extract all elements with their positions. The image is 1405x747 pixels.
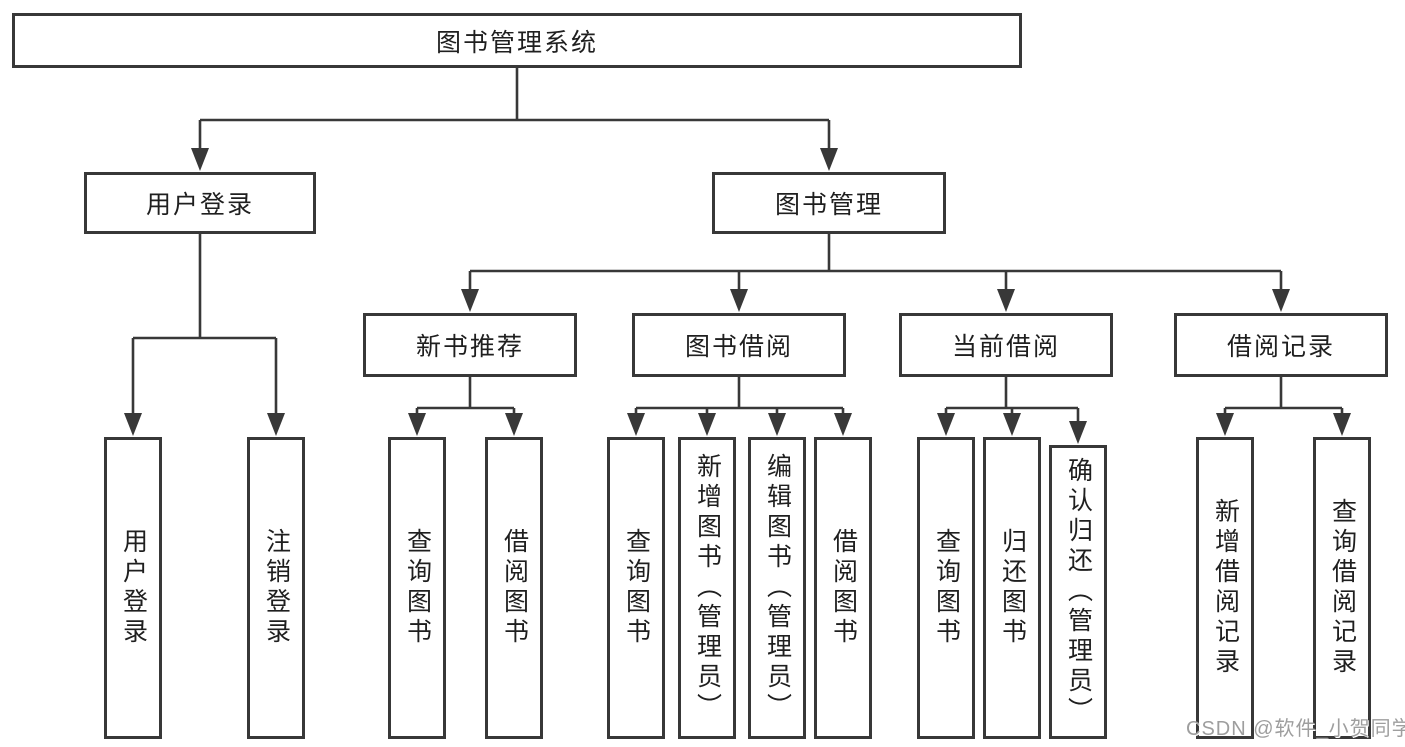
leaf-add-borrow-record: 新增借阅记录 (1196, 437, 1254, 739)
node-current-borrow: 当前借阅 (899, 313, 1113, 377)
node-root: 图书管理系统 (12, 13, 1022, 68)
leaf-query-borrow-record: 查询借阅记录 (1313, 437, 1371, 739)
node-label: 图书管理 (774, 191, 883, 219)
node-label: 用户登录 (119, 528, 148, 648)
node-new-book-recommend: 新书推荐 (363, 313, 577, 377)
leaf-confirm-return-admin: 确认归还（管理员） (1049, 445, 1107, 739)
node-label: 新增图书（管理员） (693, 453, 722, 723)
leaf-query-books-recommend: 查询图书 (388, 437, 446, 739)
watermark: CSDN @软件_小贺同学 (1186, 718, 1405, 740)
node-label: 注销登录 (262, 528, 291, 648)
node-label: 新增借阅记录 (1211, 498, 1240, 678)
node-label: 当前借阅 (951, 333, 1060, 361)
node-borrow-records: 借阅记录 (1174, 313, 1388, 377)
leaf-query-books-current: 查询图书 (917, 437, 975, 739)
leaf-query-books-borrow: 查询图书 (607, 437, 665, 739)
leaf-borrow-books-recommend: 借阅图书 (485, 437, 543, 739)
node-label: 查询借阅记录 (1328, 498, 1357, 678)
leaf-borrow-books: 借阅图书 (814, 437, 872, 739)
node-label: 借阅图书 (829, 528, 858, 648)
node-label: 查询图书 (403, 528, 432, 648)
node-label: 用户登录 (145, 191, 254, 219)
node-label: 归还图书 (998, 528, 1027, 648)
node-label: 借阅记录 (1226, 333, 1335, 361)
node-label: 编辑图书（管理员） (763, 453, 792, 723)
leaf-edit-book-admin: 编辑图书（管理员） (748, 437, 806, 739)
node-label: 新书推荐 (415, 333, 524, 361)
node-label: 查询图书 (932, 528, 961, 648)
leaf-add-book-admin: 新增图书（管理员） (678, 437, 736, 739)
node-book-management: 图书管理 (712, 172, 946, 234)
node-user-login: 用户登录 (84, 172, 316, 234)
node-label: 借阅图书 (500, 528, 529, 648)
leaf-user-login: 用户登录 (104, 437, 162, 739)
leaf-logout-login: 注销登录 (247, 437, 305, 739)
arrowhead-icons (124, 148, 1351, 444)
node-label: 查询图书 (622, 528, 651, 648)
leaf-return-books: 归还图书 (983, 437, 1041, 739)
node-label: 图书借阅 (684, 333, 793, 361)
node-label: 图书管理系统 (435, 28, 598, 57)
node-book-borrow: 图书借阅 (632, 313, 846, 377)
node-label: 确认归还（管理员） (1064, 457, 1093, 727)
